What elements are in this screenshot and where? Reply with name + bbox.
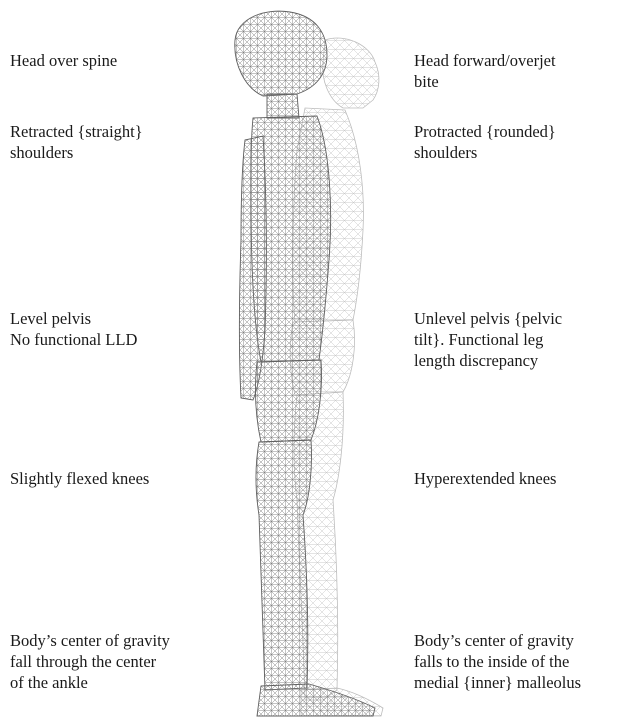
ideal-legs: [256, 440, 312, 690]
label-hyperextended-knees: Hyperextended knees: [414, 468, 629, 489]
posture-wireframe-figure: [205, 0, 405, 721]
label-slightly-flexed-knees: Slightly flexed knees: [10, 468, 225, 489]
label-head-over-spine: Head over spine: [10, 50, 225, 71]
label-head-forward: Head forward/overjet bite: [414, 50, 629, 92]
ideal-arm: [240, 136, 267, 400]
faulty-head: [323, 38, 379, 108]
label-protracted-shoulders: Protracted {rounded} shoulders: [414, 121, 629, 163]
label-unlevel-pelvis: Unlevel pelvis {pelvic tilt}. Functional…: [414, 308, 629, 371]
label-level-pelvis: Level pelvis No functional LLD: [10, 308, 225, 350]
label-center-of-gravity-malleolus: Body’s center of gravity falls to the in…: [414, 630, 629, 693]
ideal-neck: [267, 94, 299, 118]
ideal-head: [235, 11, 327, 96]
ideal-foot: [257, 684, 375, 716]
ideal-posture-body: [235, 11, 375, 716]
label-retracted-shoulders: Retracted {straight} shoulders: [10, 121, 225, 163]
label-center-of-gravity-ankle: Body’s center of gravity fall through th…: [10, 630, 225, 693]
ideal-pelvis: [255, 360, 321, 442]
